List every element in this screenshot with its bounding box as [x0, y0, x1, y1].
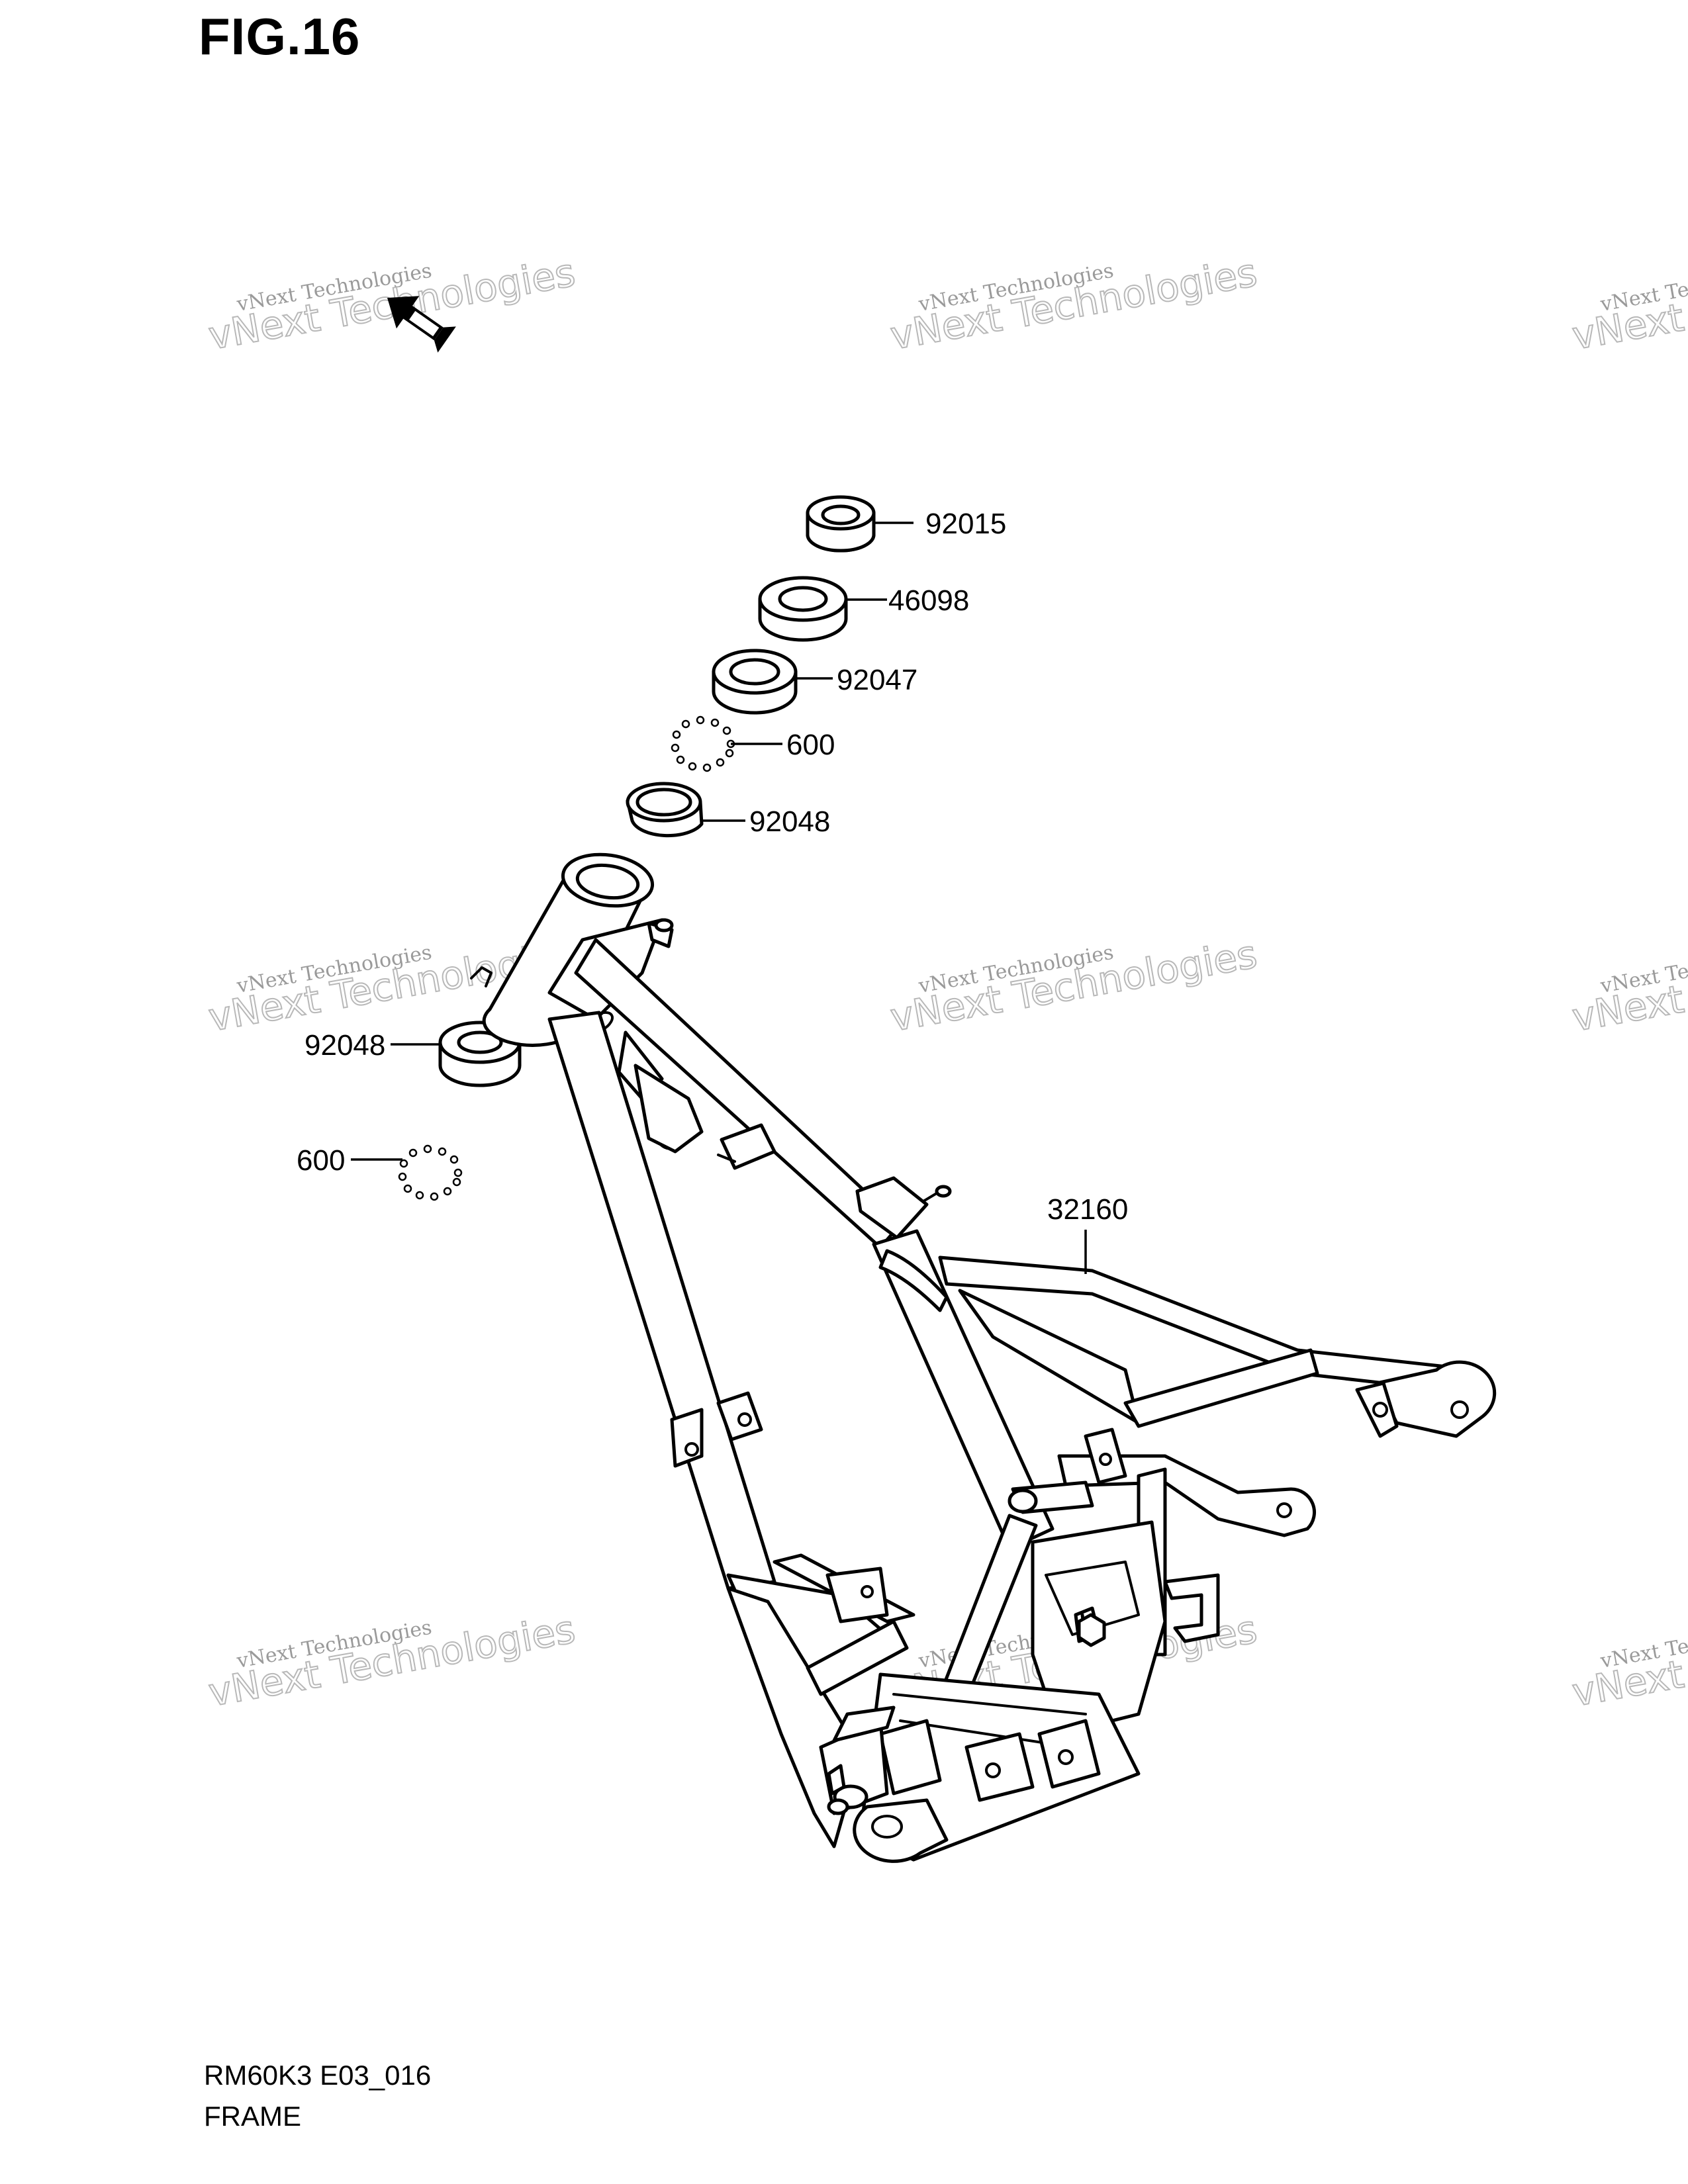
watermark: vNext Technologies vNext Technologies — [1568, 931, 1688, 1040]
leader-lines — [351, 522, 1087, 1274]
svg-text:vNext Technologies: vNext Technologies — [1569, 931, 1688, 1040]
front-direction-arrow-icon — [387, 296, 456, 353]
part-92047-race — [712, 649, 798, 715]
part-600-lower-balls — [398, 1144, 463, 1201]
diagram-code: RM60K3 E03_016 — [204, 2060, 432, 2091]
watermark: vNext Technologies vNext Technologies — [205, 1606, 579, 1715]
callout-92048-lower: 92048 — [305, 1029, 385, 1062]
watermark-group: vNext Technologies vNext Technologies vN… — [205, 249, 1688, 1715]
callout-92015: 92015 — [925, 508, 1006, 540]
part-32160-frame — [470, 852, 1497, 1863]
svg-text:vNext Technologies: vNext Technologies — [1569, 1606, 1688, 1715]
watermark: vNext Technologies vNext Technologies — [886, 931, 1261, 1040]
part-92048-upper-cup — [626, 782, 704, 838]
callout-46098: 46098 — [888, 584, 969, 617]
callout-32160: 32160 — [1047, 1193, 1128, 1226]
callout-600-lower: 600 — [297, 1144, 345, 1177]
part-92015-top-nut — [806, 495, 876, 553]
watermark: vNext Technologies vNext Technologies — [205, 249, 579, 359]
part-46098-washer — [758, 576, 848, 642]
callout-600-upper: 600 — [786, 729, 835, 761]
watermark: vNext Technologies vNext Technologies — [1568, 249, 1688, 359]
svg-text:vNext Technologies: vNext Technologies — [1569, 250, 1688, 358]
callout-92048-upper: 92048 — [749, 805, 830, 838]
callout-92047: 92047 — [837, 664, 917, 696]
part-600-upper-balls — [671, 715, 735, 772]
watermark: vNext Technologies vNext Technologies — [1568, 1606, 1688, 1715]
figure-title: FIG.16 — [199, 7, 361, 66]
watermark: vNext Technologies vNext Technologies — [886, 249, 1261, 359]
diagram-name: FRAME — [204, 2101, 301, 2132]
